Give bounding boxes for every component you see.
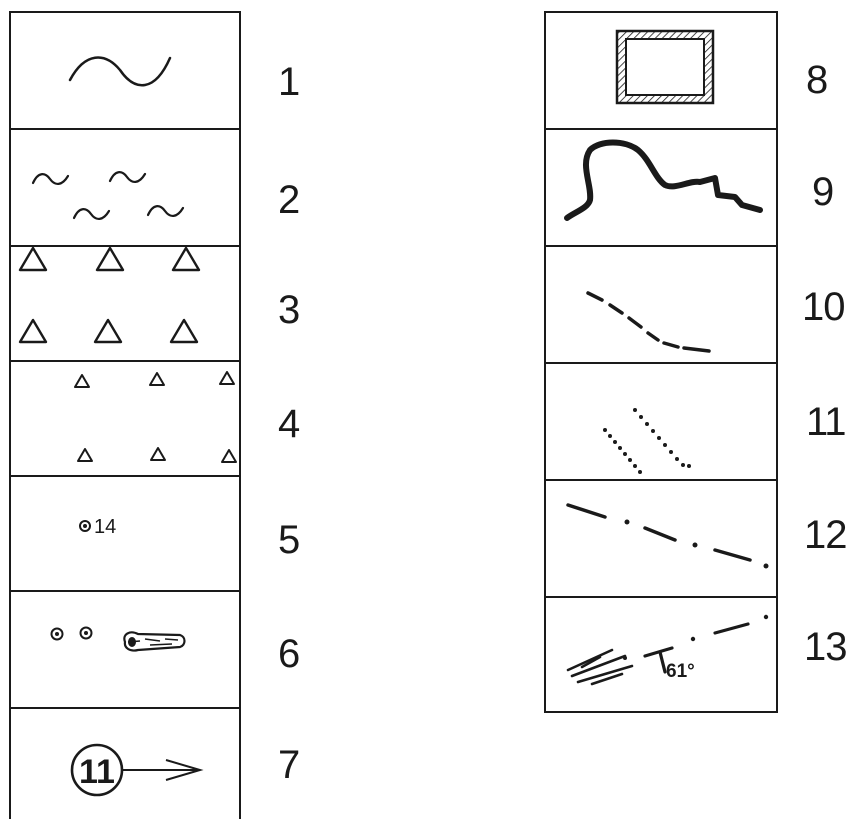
single-wave-icon bbox=[68, 56, 172, 87]
legend-number-11: 11 bbox=[806, 400, 847, 444]
legend-number-7: 7 bbox=[278, 743, 300, 787]
legend-number-4: 4 bbox=[278, 402, 300, 446]
left-column-boxes bbox=[9, 11, 241, 819]
legend-box-11 bbox=[544, 362, 778, 481]
point-with-label-icon: 14 bbox=[79, 516, 116, 538]
dashed-line-icon bbox=[586, 291, 711, 353]
points-and-object-icon bbox=[50, 626, 186, 652]
legend-box-7 bbox=[9, 707, 241, 819]
circled-number-arrow-icon: 11 bbox=[70, 743, 204, 797]
legend-box-3 bbox=[9, 245, 241, 362]
right-column-boxes bbox=[544, 11, 778, 713]
legend-box-2 bbox=[9, 128, 241, 247]
legend-number-6: 6 bbox=[278, 632, 300, 676]
large-triangles-icon bbox=[18, 246, 201, 344]
scattered-waves-icon bbox=[31, 171, 185, 220]
legend-box-12 bbox=[544, 479, 778, 598]
hatched-rectangle-icon bbox=[615, 29, 715, 105]
legend-box-4 bbox=[9, 360, 241, 477]
legend-number-1: 1 bbox=[278, 60, 300, 104]
legend-box-6 bbox=[9, 590, 241, 709]
point-label: 14 bbox=[94, 516, 116, 538]
small-triangles-icon bbox=[74, 371, 237, 463]
legend-box-5 bbox=[9, 475, 241, 592]
legend-number-13: 13 bbox=[804, 625, 847, 669]
legend-number-3: 3 bbox=[278, 288, 300, 332]
legend-number-8: 8 bbox=[806, 58, 828, 102]
circled-number-label: 11 bbox=[79, 753, 115, 791]
legend-number-12: 12 bbox=[804, 513, 847, 557]
legend-number-5: 5 bbox=[278, 518, 300, 562]
dip-angle-label: 61° bbox=[666, 661, 695, 682]
legend-box-1 bbox=[9, 11, 241, 130]
legend-number-2: 2 bbox=[278, 178, 300, 222]
legend-box-13 bbox=[544, 596, 778, 713]
legend-box-9 bbox=[544, 128, 778, 247]
dash-dot-line-icon bbox=[566, 503, 769, 569]
strike-dip-icon: 61° bbox=[566, 614, 769, 686]
legend-number-10: 10 bbox=[802, 285, 845, 329]
legend-number-9: 9 bbox=[812, 170, 834, 214]
dotted-lines-icon bbox=[603, 408, 691, 474]
legend-box-10 bbox=[544, 245, 778, 364]
thick-winding-line-icon bbox=[564, 139, 763, 221]
